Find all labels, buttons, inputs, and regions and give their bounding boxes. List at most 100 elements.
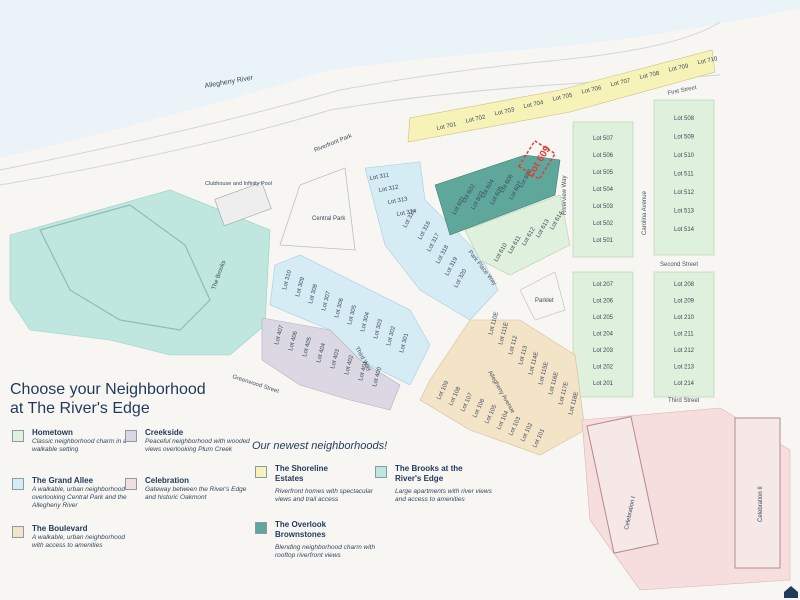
hometown-lot[interactable]: Lot 504 [593,187,614,193]
legend-name: Creekside [145,428,184,437]
legend-name: The Shoreline Estates [275,464,328,483]
hometown-lot[interactable]: Lot 210 [674,315,695,321]
hometown-lot[interactable]: Lot 501 [593,238,614,244]
hometown-lot[interactable]: Lot 212 [674,348,695,354]
grand-allee-lot[interactable]: Lot 309 [295,276,306,298]
hometown-lot[interactable]: Lot 204 [593,332,614,338]
hometown-lot[interactable]: Lot 202 [593,365,614,371]
shoreline-lot[interactable]: Lot 703 [494,107,515,117]
hometown-lot[interactable]: Lot 203 [593,348,614,354]
boulevard-lot[interactable]: Lot 115E [538,361,550,385]
shoreline-lot[interactable]: Lot 709 [668,63,689,73]
hometown-lot[interactable]: Lot 510 [674,153,695,159]
boulevard-lot[interactable]: Lot 118E [568,391,580,415]
hometown-lot[interactable]: Lot 509 [674,135,695,141]
grand-allee-lot[interactable]: Lot 310 [282,269,293,291]
legend-name: The Grand Allee [32,476,94,485]
shoreline-lot[interactable]: Lot 701 [436,122,457,132]
hometown-lot[interactable]: Lot 211 [674,332,694,338]
grand-allee-south-area [269,254,431,386]
hometown-lot[interactable]: Lot 512 [674,190,695,196]
grand-allee-lot[interactable]: Lot 311 [369,173,390,182]
hometown-lot[interactable]: Lot 506 [593,153,614,159]
boulevard-lot[interactable]: Lot 114E [528,351,540,375]
shoreline-lot[interactable]: Lot 710 [697,56,718,66]
hometown-lot[interactable]: Lot 214 [674,381,695,387]
boulevard-swatch [12,526,24,538]
grand-allee-lot[interactable]: Lot 306 [334,297,345,319]
creekside-swatch [125,430,137,442]
legend-desc: Large apartments with river views and ac… [395,488,492,503]
boulevard-lot[interactable]: Lot 113 [518,344,529,365]
grand-allee-lot[interactable]: Lot 312 [378,184,399,194]
grand-allee-lot[interactable]: Lot 302 [386,325,397,347]
grand-allee-lot[interactable]: Lot 313 [387,196,408,206]
hometown-lot[interactable]: Lot 502 [593,221,614,227]
legend-desc: Classic neighborhood charm in a walkable… [32,438,127,453]
creekside-lot[interactable]: Lot 406 [288,330,299,352]
hometown-lot[interactable]: Lot 503 [593,204,614,210]
hometown-lot[interactable]: Lot 514 [674,227,695,233]
legend-name: The Brooks at the River's Edge [395,464,463,483]
grand-allee-lot[interactable]: Lot 314 [396,208,417,218]
clubhouse-label-1: Clubhouse and Infinity Pool [205,181,272,187]
creekside-lot[interactable]: Lot 404 [316,342,327,364]
hometown-block-208 [653,271,715,398]
highlighted-lot-609[interactable] [517,139,557,181]
creekside-area [261,317,401,411]
hometown-lot[interactable]: Lot 206 [593,299,614,305]
creekside-lot[interactable]: Lot 401 [358,360,369,382]
overlook-area [434,154,561,236]
grand-allee-swatch [12,478,24,490]
central-park-label: Central Park [312,216,346,222]
hometown-wedge-area [464,194,571,276]
shoreline-lot[interactable]: Lot 704 [523,100,544,110]
creekside-lot[interactable]: Lot 400 [372,366,383,388]
hometown-lot[interactable]: Lot 201 [593,381,614,387]
legend-desc: A walkable, urban neighborhood overlooki… [32,486,127,509]
riverbank-path [0,21,721,171]
grand-allee-lot[interactable]: Lot 304 [360,311,371,333]
creekside-lot[interactable]: Lot 407 [274,324,285,346]
shoreline-lot[interactable]: Lot 707 [610,78,631,88]
hometown-lot[interactable]: Lot 505 [593,170,614,176]
hometown-block-508 [653,99,715,256]
boulevard-lot[interactable]: Lot 117E [558,381,570,405]
shoreline-lot[interactable]: Lot 702 [465,114,486,124]
hometown-lot[interactable]: Lot 513 [674,209,695,215]
hometown-lot[interactable]: Lot 208 [674,282,695,288]
hometown-block-207 [572,271,634,398]
shoreline-lot[interactable]: Lot 708 [639,71,660,81]
legend-name: Hometown [32,428,73,437]
creekside-lot[interactable]: Lot 403 [330,348,341,370]
hometown-lot[interactable]: Lot 213 [674,365,695,371]
legend-desc: A walkable, urban neighborhood with acce… [32,534,125,549]
hometown-lot[interactable]: Lot 209 [674,299,695,305]
grand-allee-lot[interactable]: Lot 308 [308,283,319,305]
parklet-label: Parklet [535,298,554,304]
hometown-lot[interactable]: Lot 205 [593,315,614,321]
creekside-lot[interactable]: Lot 405 [302,336,313,358]
hometown-swatch [12,430,24,442]
shoreline-lot[interactable]: Lot 706 [581,85,602,95]
boulevard-lot[interactable]: Lot 116E [548,371,560,395]
hometown-lot[interactable]: Lot 207 [593,282,614,288]
shoreline-lot[interactable]: Lot 705 [552,93,573,103]
grand-allee-lot[interactable]: Lot 307 [321,290,332,312]
hometown-lot[interactable]: Lot 507 [593,136,614,142]
hometown-lot[interactable]: Lot 508 [674,116,695,122]
boulevard-lot[interactable]: Lot 110E [488,311,500,335]
carolina-avenue-label: Carolina Avenue [642,190,648,235]
legend-name: The Boulevard [32,524,88,533]
grand-allee-lot[interactable]: Lot 301 [399,332,410,354]
brooks-swatch [375,466,387,478]
grand-allee-lot[interactable]: Lot 305 [347,304,358,326]
boulevard-lot[interactable]: Lot 111E [498,322,510,346]
hometown-lot[interactable]: Lot 511 [674,172,694,178]
grand-allee-lot[interactable]: Lot 303 [373,318,384,340]
boulevard-lot[interactable]: Lot 112 [508,334,519,355]
riverfront-park-label: Riverfront Park [314,133,354,154]
creekside-lot[interactable]: Lot 402 [344,354,355,376]
celebration-swatch [125,478,137,490]
legend-title-line2: at The River's Edge [10,400,150,417]
